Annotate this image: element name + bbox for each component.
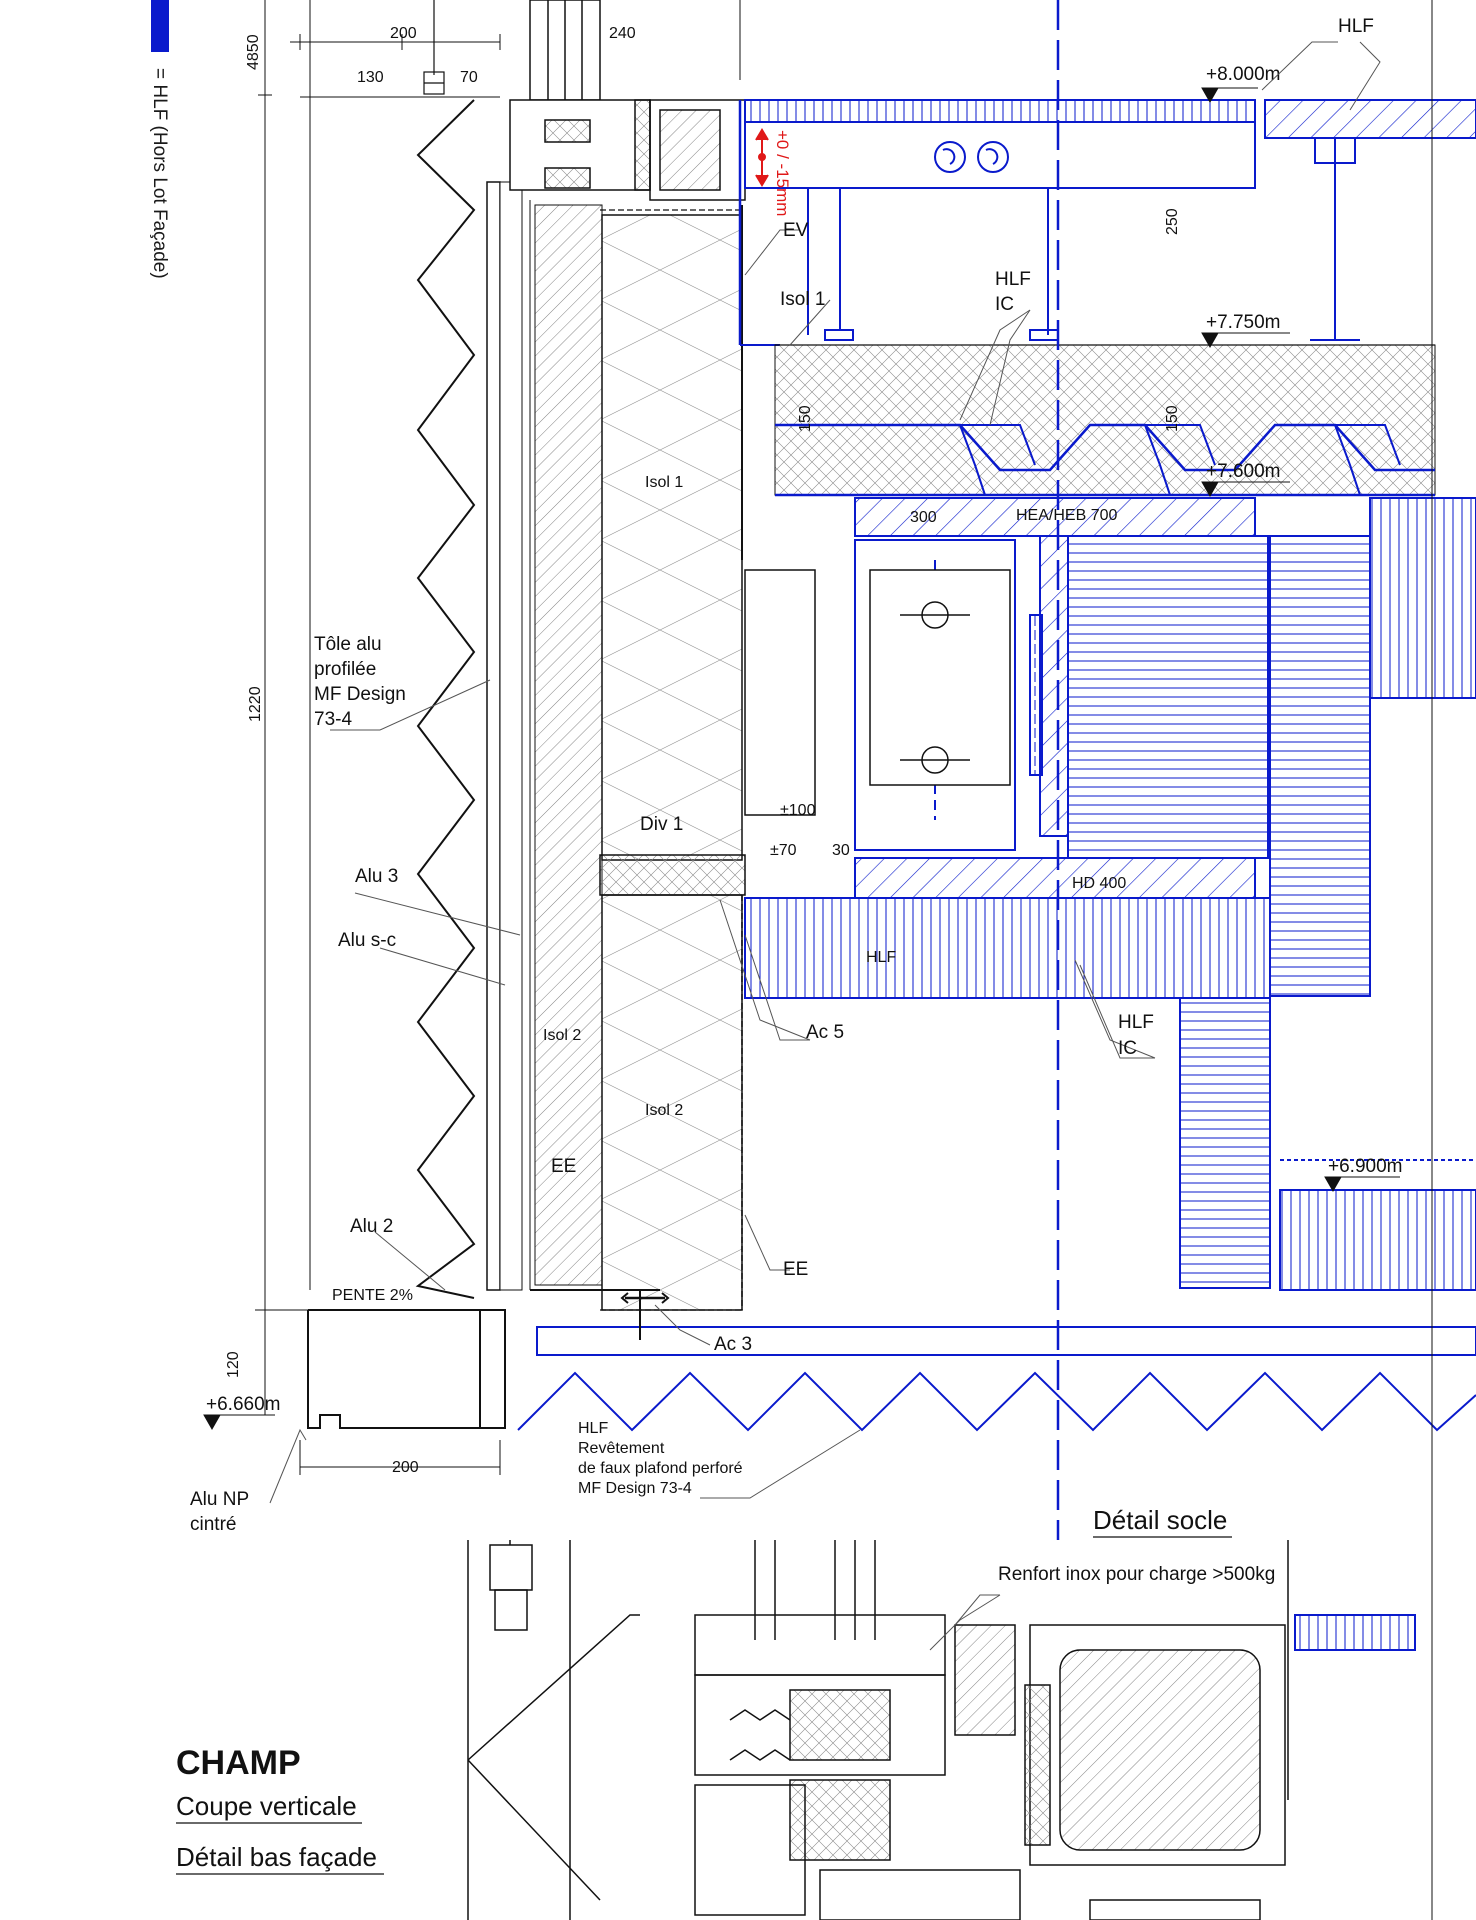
label-tole-4: 73-4	[314, 709, 352, 730]
legend: = HLF (Hors Lot Façade)	[149, 0, 170, 279]
hlf-slab-right	[1264, 99, 1476, 341]
label-hlf-ic-top-2: IC	[995, 294, 1014, 315]
anchor-bolt-top	[423, 0, 445, 95]
label-alu-sc: Alu s-c	[338, 930, 396, 951]
label-ee-b: EE	[783, 1259, 808, 1280]
level-6900: +6.900m	[1328, 1156, 1402, 1177]
dim-150-b: 150	[1164, 405, 1181, 432]
blue-floor-edge-lower	[1294, 1614, 1416, 1651]
steel-beam-hea-heb-700	[854, 497, 1476, 997]
label-isol1-panel: Isol 1	[645, 474, 683, 491]
label-hea-heb: HEA/HEB 700	[1016, 507, 1117, 524]
dim-30: 30	[832, 842, 850, 859]
label-ceiling-3: de faux plafond perforé	[578, 1460, 743, 1477]
label-alu2: Alu 2	[350, 1216, 393, 1237]
label-ceiling-4: MF Design 73-4	[578, 1480, 692, 1497]
label-ee-a: EE	[551, 1156, 576, 1177]
drawing-title: CHAMP	[176, 1744, 301, 1782]
beam-clamps	[869, 569, 1011, 786]
label-hlf-mid: HLF	[866, 949, 896, 966]
label-isol2-b: Isol 2	[645, 1102, 683, 1119]
label-ceiling-1: HLF	[578, 1420, 608, 1437]
level-7750: +7.750m	[1206, 312, 1280, 333]
drawing-subtitle-2: Détail bas façade	[176, 1842, 377, 1872]
label-alu-np-2: cintré	[190, 1514, 236, 1535]
dim-1220: 1220	[247, 686, 264, 722]
dim-200-bottom: 200	[392, 1459, 419, 1476]
title-block: CHAMP Coupe verticale Détail bas façade	[176, 1744, 384, 1875]
ceiling-rail	[517, 1326, 1476, 1432]
dim-pm70: ±70	[770, 842, 797, 859]
hlf-lower-beam	[744, 897, 1476, 1291]
level-markers	[203, 87, 1400, 1431]
label-alu3: Alu 3	[355, 866, 398, 887]
label-alu-np-1: Alu NP	[190, 1489, 249, 1510]
label-hlf-ic-top-1: HLF	[995, 269, 1031, 290]
tolerance-marker	[755, 128, 769, 187]
lower-detail	[467, 1540, 1289, 1920]
label-tole-2: profilée	[314, 659, 376, 680]
label-hlf-ic-mid-1: HLF	[1118, 1012, 1154, 1033]
facade-layers	[486, 181, 816, 1311]
dim-150-a: 150	[797, 405, 814, 432]
label-isol2-a: Isol 2	[543, 1027, 581, 1044]
level-7600: +7.600m	[1206, 461, 1280, 482]
label-ev: EV	[783, 220, 809, 241]
window-frame-top	[509, 0, 746, 201]
sill-profile	[307, 1289, 670, 1429]
label-detail-socle: Détail socle	[1093, 1505, 1227, 1535]
legend-text: = HLF (Hors Lot Façade)	[149, 68, 170, 279]
label-pente: PENTE 2%	[332, 1287, 413, 1304]
dim-70: 70	[460, 69, 478, 86]
leader-lines	[269, 41, 1381, 1651]
label-renfort: Renfort inox pour charge >500kg	[998, 1564, 1275, 1585]
label-hlf-top: HLF	[1338, 16, 1374, 37]
label-tole-3: MF Design	[314, 684, 406, 705]
label-hd400: HD 400	[1072, 875, 1126, 892]
composite-slab	[774, 344, 1436, 497]
label-ac5: Ac 5	[806, 1022, 844, 1043]
dim-4850: 4850	[245, 34, 262, 70]
label-hlf-ic-mid-2: IC	[1118, 1038, 1137, 1059]
dim-250: 250	[1164, 208, 1181, 235]
level-8000: +8.000m	[1206, 64, 1280, 85]
label-ceiling-2: Revêtement	[578, 1440, 665, 1457]
label-tole-1: Tôle alu	[314, 634, 382, 655]
profiled-cladding-zigzag	[415, 99, 476, 1299]
drawing-subtitle-1: Coupe verticale	[176, 1791, 357, 1821]
label-div1: Div 1	[640, 814, 683, 835]
dim-240: 240	[609, 25, 636, 42]
raised-floor	[738, 99, 1256, 346]
dim-130: 130	[357, 69, 384, 86]
label-isol1-top: Isol 1	[780, 289, 825, 310]
dimension-chains	[255, 0, 741, 1475]
tolerance-text: +0 / -15mm	[773, 130, 792, 216]
floor-outlet-icons	[934, 141, 1009, 173]
label-ac3: Ac 3	[714, 1334, 752, 1355]
dim-120: 120	[225, 1351, 242, 1378]
dim-300: 300	[910, 509, 937, 526]
level-6660: +6.660m	[206, 1394, 280, 1415]
dim-200-top: 200	[390, 25, 417, 42]
dim-pm100: ±100	[780, 802, 816, 819]
legend-swatch	[151, 0, 169, 52]
